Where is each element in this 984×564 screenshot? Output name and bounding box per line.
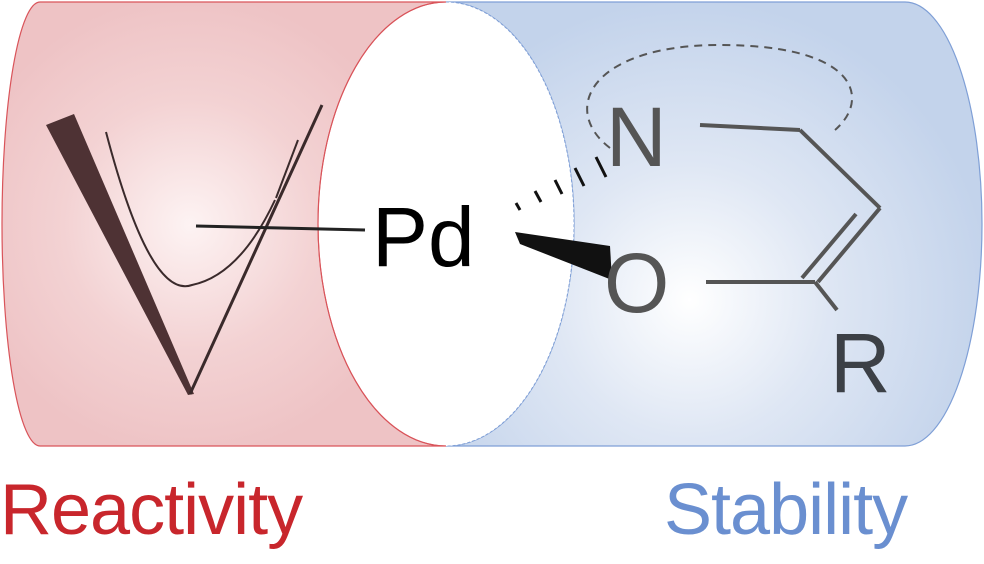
stability-label: Stability [664, 470, 908, 550]
cylinder-opening [317, 1, 447, 447]
wedge-bond [515, 232, 612, 280]
pd-atom: Pd [372, 190, 475, 284]
reactivity-label: Reactivity [0, 470, 303, 550]
chelate-skeleton [699, 123, 882, 312]
n-atom: N [606, 90, 667, 184]
dashed-ring [586, 43, 854, 149]
o-atom: O [604, 236, 669, 330]
r-group: R [830, 316, 891, 410]
hashed-bond [514, 156, 608, 211]
allyl-ligand [46, 104, 366, 395]
